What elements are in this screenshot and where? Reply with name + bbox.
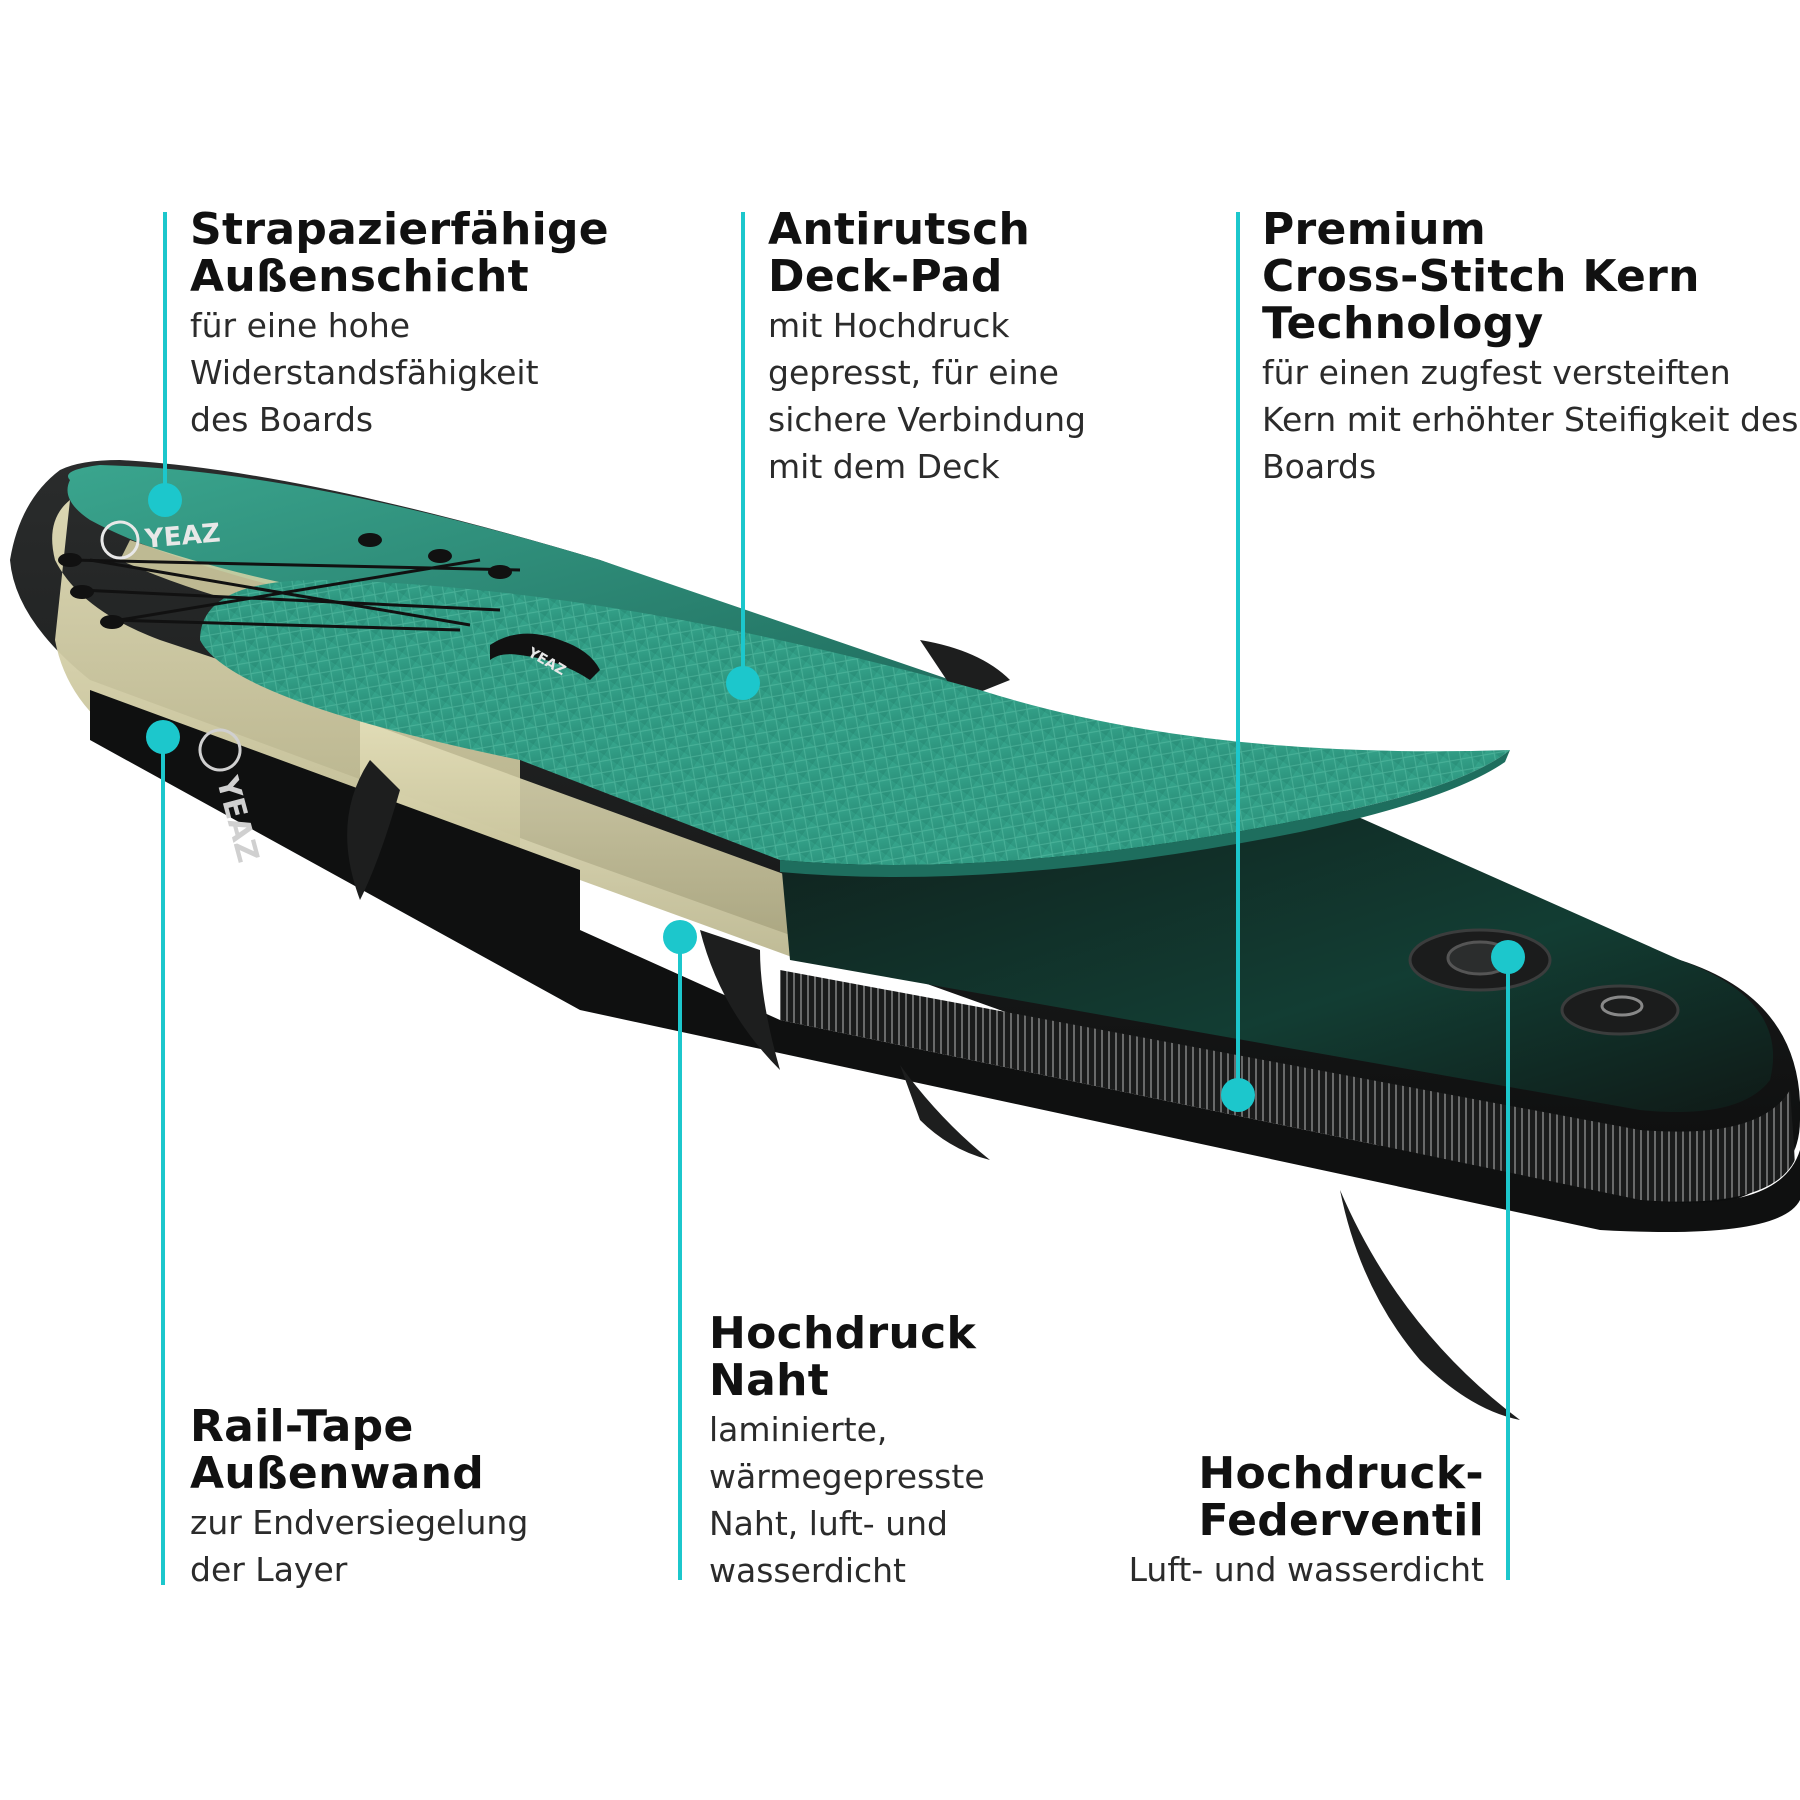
callout-description: für eine hohe Widerstandsfähigkeit des B… xyxy=(190,306,539,439)
callout-core: Premium Cross-Stitch Kern Technology für… xyxy=(1262,206,1798,490)
yeaz-logo-deck: YEAZ xyxy=(100,518,222,560)
bungee-cords xyxy=(69,558,521,632)
core-inner xyxy=(780,795,1774,1112)
callout-description: laminierte, wärmegepresste Naht, luft- u… xyxy=(709,1410,985,1590)
fin-side-1 xyxy=(347,760,400,900)
callout-rail-tape: Rail-Tape Außenwand zur Endversiegelung … xyxy=(190,1403,528,1593)
callout-description: für einen zugfest versteiften Kern mit e… xyxy=(1262,353,1799,486)
valve-1-icon xyxy=(1408,928,1552,992)
marker-dot-seam xyxy=(663,920,697,954)
callout-title: Antirutsch Deck-Pad xyxy=(768,204,1031,302)
valve-2-icon xyxy=(1560,984,1680,1036)
marker-dot-rail-tape xyxy=(146,720,180,754)
callout-title: Strapazierfähige Außenschicht xyxy=(190,204,609,302)
callout-seam: Hochdruck Naht laminierte, wärmegepresst… xyxy=(709,1310,985,1594)
callout-valve: Hochdruck- Federventil Luft- und wasserd… xyxy=(1129,1450,1484,1593)
callout-deck-pad: Antirutsch Deck-Pad mit Hochdruck gepres… xyxy=(768,206,1086,490)
d-rings xyxy=(58,533,512,629)
callout-description: zur Endversiegelung der Layer xyxy=(190,1503,529,1589)
marker-dot-deck-pad xyxy=(726,666,760,700)
callout-title: Hochdruck Naht xyxy=(709,1308,977,1406)
fin-left xyxy=(900,1065,990,1160)
svg-text:YEAZ: YEAZ xyxy=(143,518,222,555)
marker-dot-valve xyxy=(1491,940,1525,974)
leader-lines xyxy=(161,212,1510,1585)
callout-description: mit Hochdruck gepresst, für eine sichere… xyxy=(768,306,1086,486)
callout-description: Luft- und wasserdicht xyxy=(1128,1550,1484,1589)
marker-dot-core xyxy=(1221,1078,1255,1112)
cross-stitch-rail xyxy=(780,970,1795,1202)
marker-dots xyxy=(146,483,1525,1112)
fin-center xyxy=(1340,1190,1520,1420)
carry-handle xyxy=(490,633,600,680)
callout-title: Hochdruck- Federventil xyxy=(1198,1448,1484,1546)
fin-side-2 xyxy=(700,930,780,1070)
callout-title: Rail-Tape Außenwand xyxy=(190,1401,485,1499)
callout-outer-layer: Strapazierfähige Außenschicht für eine h… xyxy=(190,206,609,443)
callout-title: Premium Cross-Stitch Kern Technology xyxy=(1262,204,1700,349)
marker-dot-outer-layer xyxy=(148,483,182,517)
